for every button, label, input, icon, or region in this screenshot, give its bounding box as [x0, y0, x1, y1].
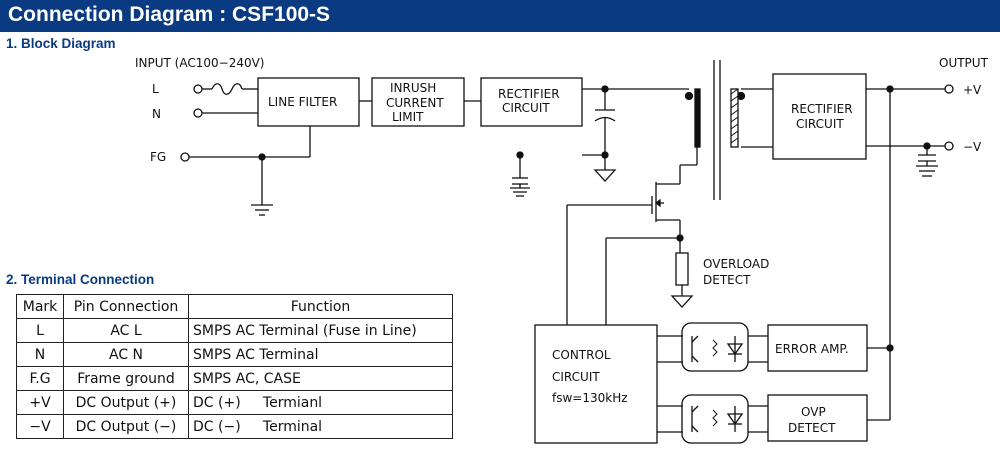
sense-resistor	[675, 252, 689, 286]
terminal-n-label: N	[152, 107, 161, 121]
cell-pin: DC Output (+)	[63, 390, 189, 415]
cell-function: SMPS AC, CASE	[188, 366, 453, 391]
error-amp-label: ERROR AMP.	[775, 342, 849, 356]
rectifier-1-label-1: RECTIFIER	[498, 87, 560, 101]
cell-pin: Frame ground	[63, 366, 189, 391]
terminal-fg	[180, 126, 311, 216]
control-label-1: CONTROL	[552, 348, 611, 362]
table-row: F.G Frame ground SMPS AC, CASE	[16, 366, 453, 391]
light-arrows-2	[712, 409, 718, 427]
inrush-label-2: CURRENT	[386, 96, 444, 110]
led-1	[726, 336, 744, 362]
led-2	[726, 406, 744, 432]
inrush-label-3: LIMIT	[392, 110, 424, 124]
table-row: +V DC Output (+) DC (+) Termianl	[16, 390, 453, 415]
section-terminal-connection: 2. Terminal Connection	[6, 272, 155, 287]
table-row: L AC L SMPS AC Terminal (Fuse in Line)	[16, 318, 453, 343]
overload-label-2: DETECT	[703, 273, 751, 287]
control-label-2: CIRCUIT	[552, 370, 600, 384]
ovp-detect-block	[767, 394, 868, 442]
section-block-diagram: 1. Block Diagram	[6, 36, 116, 51]
inrush-label-1: INRUSH	[390, 81, 436, 95]
transformer	[684, 60, 746, 200]
header-function: Function	[188, 294, 453, 319]
rectifier-1-label-2: CIRCUIT	[502, 101, 550, 115]
cell-function: DC (−) Terminal	[188, 414, 453, 439]
cell-mark: F.G	[16, 366, 64, 391]
cell-pin: DC Output (−)	[63, 414, 189, 439]
minus-v-label: −V	[963, 140, 982, 154]
terminal-n	[193, 108, 258, 118]
table-row: −V DC Output (−) DC (−) Terminal	[16, 414, 453, 439]
photocoupler-1	[681, 322, 749, 372]
cell-function: DC (+) Termianl	[188, 390, 453, 415]
line-filter-block	[257, 77, 360, 127]
cell-mark: L	[16, 318, 64, 343]
mosfet-switch	[567, 182, 681, 238]
input-label: INPUT (AC100−240V)	[135, 56, 265, 70]
ground-arrow-sense	[670, 295, 694, 308]
cell-mark: N	[16, 342, 64, 367]
terminal-l	[193, 84, 203, 94]
phototransistor-2	[691, 405, 699, 433]
fuse-symbol	[202, 83, 258, 95]
bulk-capacitor	[594, 109, 616, 122]
photocoupler-2	[681, 394, 749, 444]
overload-label-1: OVERLOAD	[703, 257, 769, 271]
cell-function: SMPS AC Terminal (Fuse in Line)	[188, 318, 453, 343]
rectifier-block-1	[480, 77, 583, 127]
control-label-3: fsw=130kHz	[552, 391, 628, 405]
header-mark: Mark	[16, 294, 64, 319]
rectifier-2-label-2: CIRCUIT	[796, 117, 844, 131]
cell-function: SMPS AC Terminal	[188, 342, 453, 367]
line-filter-label: LINE FILTER	[268, 95, 337, 109]
cell-pin: AC L	[63, 318, 189, 343]
rectifier-2-label-1: RECTIFIER	[791, 102, 853, 116]
output-ground-capacitor	[916, 146, 938, 177]
plus-v-label: +V	[963, 83, 982, 97]
title-bar: Connection Diagram : CSF100-S	[0, 0, 1000, 32]
output-label: OUTPUT	[939, 56, 989, 70]
terminal-minus-v	[944, 141, 954, 151]
ovp-label-1: OVP	[801, 405, 826, 419]
light-arrows-1	[712, 339, 718, 357]
y-capacitor-ground	[510, 177, 530, 197]
ground-arrow-primary	[593, 169, 617, 182]
cell-mark: +V	[16, 390, 64, 415]
terminal-table: Mark Pin Connection Function L AC L SMPS…	[16, 294, 453, 439]
page-title: Connection Diagram : CSF100-S	[8, 3, 331, 26]
control-circuit-block	[534, 324, 658, 444]
terminal-l-label: L	[152, 82, 159, 96]
cell-mark: −V	[16, 414, 64, 439]
terminal-plus-v	[944, 84, 954, 94]
terminal-fg-label: FG	[150, 150, 166, 164]
cell-pin: AC N	[63, 342, 189, 367]
inrush-current-limit-block	[371, 77, 465, 127]
table-header-row: Mark Pin Connection Function	[16, 294, 453, 319]
phototransistor-1	[691, 335, 699, 363]
ovp-label-2: DETECT	[788, 421, 836, 435]
header-pin-connection: Pin Connection	[63, 294, 189, 319]
table-row: N AC N SMPS AC Terminal	[16, 342, 453, 367]
rectifier-block-2	[772, 73, 867, 160]
